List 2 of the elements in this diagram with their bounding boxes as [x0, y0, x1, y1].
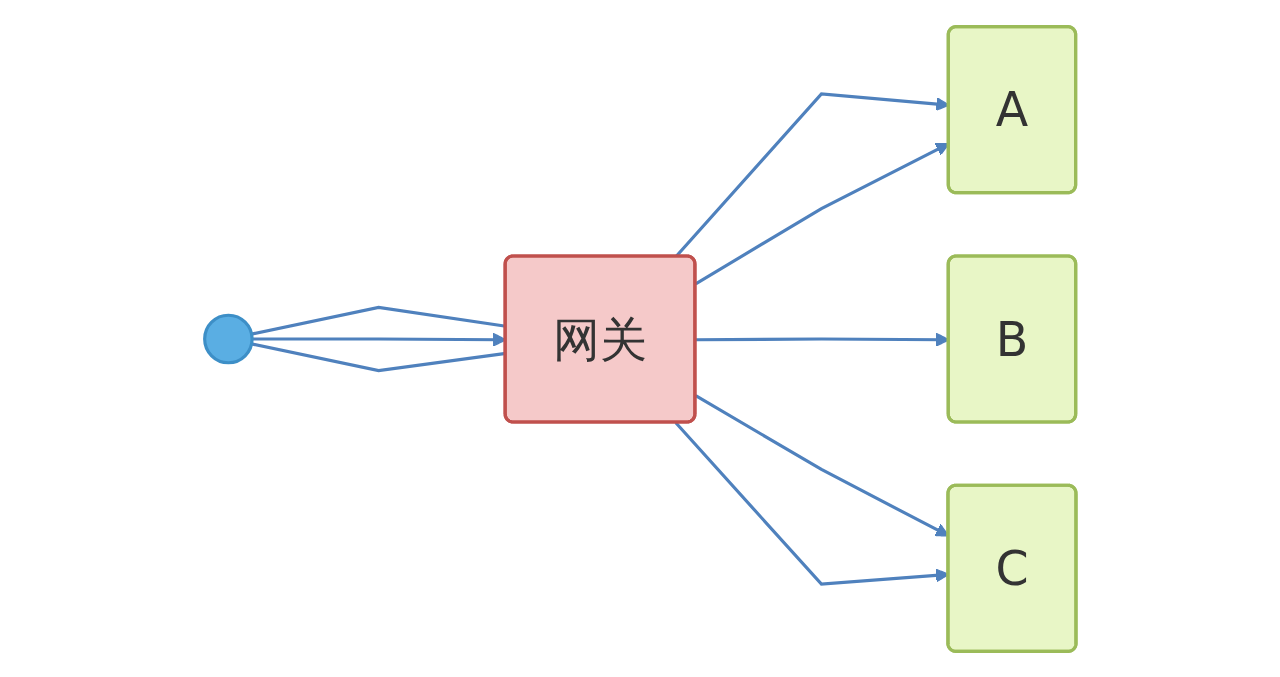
connector	[250, 305, 506, 336]
node-person	[202, 313, 254, 364]
